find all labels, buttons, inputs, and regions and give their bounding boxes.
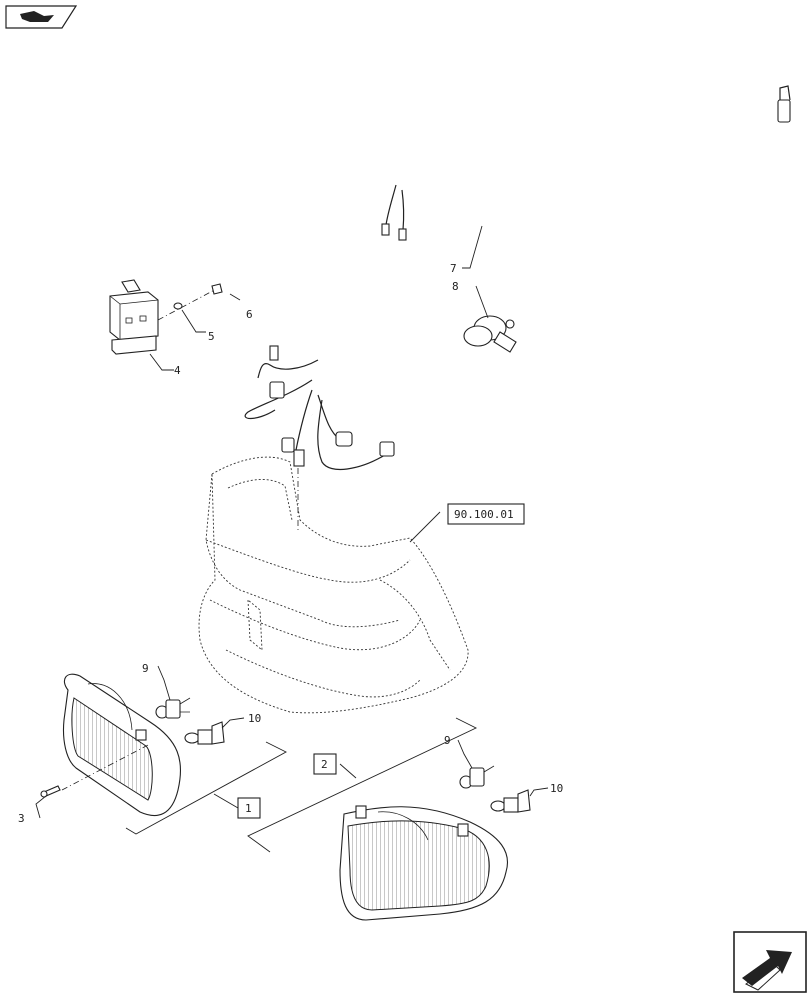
- callout-10-right: 10: [550, 782, 563, 795]
- nut: [211, 283, 223, 295]
- bulb-10-right: [490, 789, 531, 813]
- wire-harness: [244, 85, 791, 470]
- washer: [173, 302, 183, 310]
- callout-2: 2: [321, 758, 328, 771]
- callout-1: 1: [245, 802, 252, 815]
- bulb-9-left: [155, 697, 191, 719]
- callout-9-left: 9: [142, 662, 149, 675]
- book-navigation-icon[interactable]: [5, 5, 78, 29]
- horn-switch: [463, 315, 517, 353]
- bulb-9-right: [459, 765, 495, 789]
- callout-3: 3: [18, 812, 25, 825]
- callout-9-right: 9: [444, 734, 451, 747]
- assembly-2-bracket: [247, 717, 478, 853]
- assembly-1-bracket: [125, 741, 287, 835]
- callout-labels: 1 2 3 4 5 6 7 8 9 9 10 10 90.100.01: [18, 262, 563, 825]
- assembly-reference: [409, 503, 525, 543]
- screw: [40, 785, 61, 798]
- headlamp-right: [339, 805, 508, 921]
- headlamp-left: [61, 673, 182, 817]
- leader-lines: [35, 225, 549, 819]
- relay: [109, 279, 223, 355]
- callout-10-left: 10: [248, 712, 261, 725]
- callout-4: 4: [174, 364, 181, 377]
- callout-8: 8: [452, 280, 459, 293]
- next-page-arrow-icon[interactable]: [733, 931, 807, 993]
- callout-5: 5: [208, 330, 215, 343]
- bulb-10-left: [184, 721, 225, 745]
- callout-6: 6: [246, 308, 253, 321]
- assembly-ref-label: 90.100.01: [454, 508, 514, 521]
- hood-assembly: [198, 456, 469, 714]
- callout-7: 7: [450, 262, 457, 275]
